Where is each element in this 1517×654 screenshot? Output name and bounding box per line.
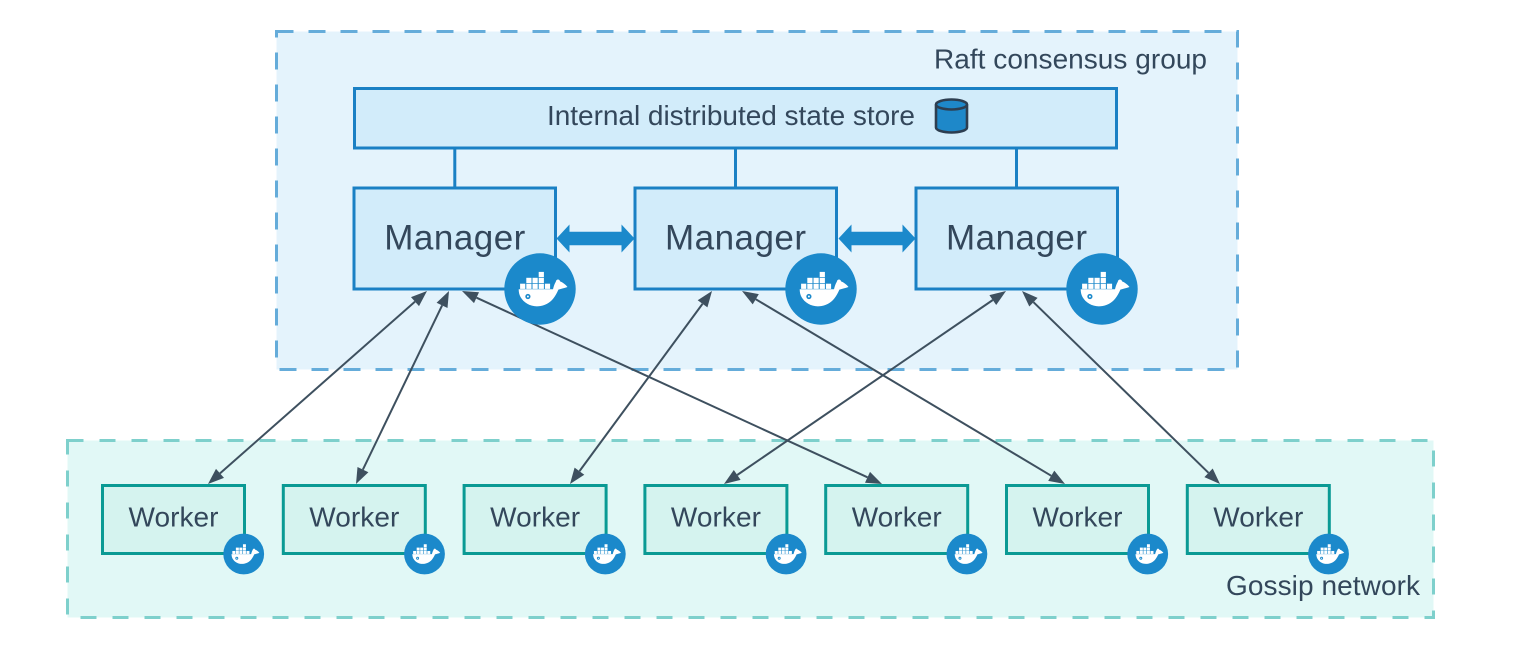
svg-text:Internal distributed state sto: Internal distributed state store (547, 100, 915, 131)
svg-text:Worker: Worker (1033, 502, 1123, 533)
svg-text:Raft consensus group: Raft consensus group (934, 44, 1207, 75)
svg-text:Worker: Worker (852, 502, 942, 533)
svg-text:Worker: Worker (309, 502, 399, 533)
svg-text:Worker: Worker (1213, 502, 1303, 533)
svg-text:Worker: Worker (671, 502, 761, 533)
svg-text:Worker: Worker (490, 502, 580, 533)
svg-text:Worker: Worker (129, 502, 219, 533)
svg-text:Manager: Manager (665, 219, 806, 258)
svg-text:Manager: Manager (946, 219, 1087, 258)
svg-text:Gossip network: Gossip network (1226, 570, 1421, 601)
svg-text:Manager: Manager (384, 219, 525, 258)
